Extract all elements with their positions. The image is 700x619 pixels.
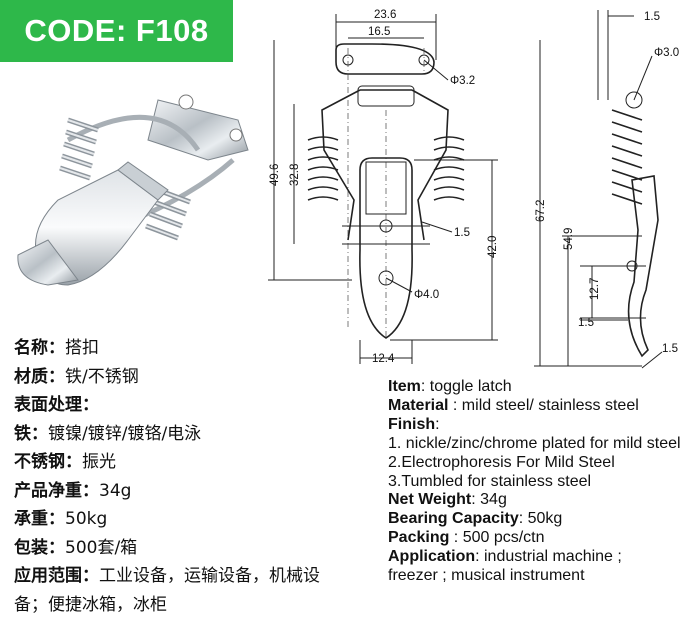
- spec-row: 2.Electrophoresis For Mild Steel: [388, 454, 698, 473]
- dim-top-width: 23.6: [374, 9, 396, 21]
- dim-side-tip: 1.5: [662, 343, 678, 355]
- english-spec-list: Item: toggle latch Material : mild steel…: [388, 378, 698, 586]
- dim-side-hole: Φ3.0: [654, 47, 679, 59]
- dim-hole-spacing: 16.5: [368, 26, 390, 38]
- spec-row: 备；便捷冰箱，冰柜: [14, 591, 386, 619]
- dim-side-pivot: 12.7: [589, 278, 601, 300]
- dim-side-total: 67.2: [535, 200, 547, 222]
- spec-row: 1. nickle/zinc/chrome plated for mild st…: [388, 435, 698, 454]
- spec-row: 应用范围：工业设备，运输设备，机械设: [14, 562, 386, 591]
- spec-row: 3.Tumbled for stainless steel: [388, 473, 698, 492]
- product-code-badge: CODE: F108: [0, 0, 233, 62]
- spec-row: 名称：搭扣: [14, 334, 386, 363]
- product-photo: [8, 80, 270, 320]
- spec-row: Item: toggle latch: [388, 378, 698, 397]
- spec-row: Bearing Capacity: 50kg: [388, 510, 698, 529]
- spec-row: Net Weight: 34g: [388, 491, 698, 510]
- dim-small-hole: Φ3.2: [450, 75, 475, 87]
- dim-bottom-hole: Φ4.0: [414, 289, 439, 301]
- dim-side-top: 1.5: [644, 11, 660, 23]
- spec-row: Packing : 500 pcs/ctn: [388, 529, 698, 548]
- spec-row: 承重：50kg: [14, 505, 386, 534]
- dim-spring-height: 32.8: [289, 164, 301, 186]
- front-view: 23.6 16.5 Φ3.2 Φ4.0 49.6 32.8: [268, 9, 499, 365]
- spec-row: Material : mild steel/ stainless steel: [388, 397, 698, 416]
- spec-row: 材质：铁/不锈钢: [14, 363, 386, 392]
- spec-row: 包装：500套/箱: [14, 534, 386, 563]
- technical-drawing: 23.6 16.5 Φ3.2 Φ4.0 49.6 32.8: [262, 0, 700, 385]
- dim-hook-height: 42.0: [487, 236, 499, 258]
- chinese-spec-list: 名称：搭扣 材质：铁/不锈钢 表面处理： 铁：镀镍/镀锌/镀铬/电泳 不锈钢：振…: [14, 334, 386, 619]
- side-view: 1.5 Φ3.0 67.2 54.9 12.7 1.5 1.5: [534, 10, 679, 368]
- dim-total-height: 49.6: [269, 164, 281, 186]
- spec-row: 表面处理：: [14, 391, 386, 420]
- dim-side-lower: 54.9: [563, 228, 575, 250]
- spec-row: 铁：镀镍/镀锌/镀铬/电泳: [14, 420, 386, 449]
- spec-row: Application: industrial machine ;: [388, 548, 698, 567]
- spec-row: freezer ; musical instrument: [388, 567, 698, 586]
- dim-thickness: 1.5: [454, 227, 470, 239]
- dim-side-lip: 1.5: [578, 317, 594, 329]
- spec-row: Finish:: [388, 416, 698, 435]
- spec-row: 不锈钢：振光: [14, 448, 386, 477]
- spec-row: 产品净重：34g: [14, 477, 386, 506]
